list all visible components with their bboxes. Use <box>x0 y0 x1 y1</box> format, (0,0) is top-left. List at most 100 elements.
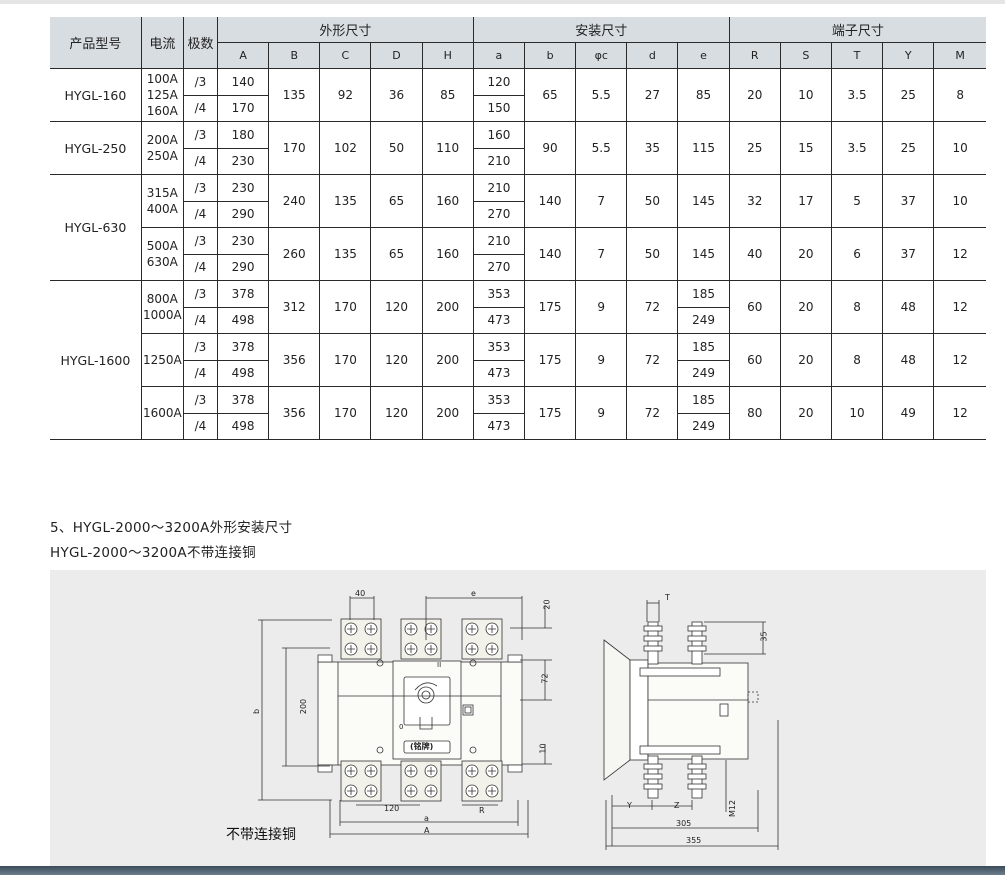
outline-A-3p-cell: 378 <box>216 333 270 361</box>
mount-b-cell: 90 <box>523 121 577 175</box>
terminal-Y-cell: 25 <box>882 121 935 175</box>
outline-D-cell: 50 <box>370 121 423 175</box>
mount-a-3p-cell: 120 <box>472 68 525 96</box>
current-value: 100A <box>146 72 178 86</box>
terminal-T-cell: 3.5 <box>830 68 884 122</box>
mount-c-cell: 9 <box>575 333 628 387</box>
dim-T: T <box>665 593 670 602</box>
model-cell: HYGL-1600 <box>50 280 142 440</box>
mount-b-cell: 65 <box>523 68 577 122</box>
outline-A-4p-cell: 498 <box>216 360 270 387</box>
mount-c-cell: 5.5 <box>575 68 628 122</box>
mount-e-cell: 145 <box>677 227 730 281</box>
terminal-T-cell: 3.5 <box>830 121 884 175</box>
current-value: 160A <box>146 104 178 118</box>
mount-c-cell: 7 <box>575 227 628 281</box>
model-cell: HYGL-630 <box>50 174 142 281</box>
col-b: b <box>523 42 577 69</box>
col-T: T <box>830 42 884 69</box>
mount-a-4p-cell: 150 <box>472 95 525 122</box>
mount-d-cell: 72 <box>626 280 679 334</box>
outline-A-3p-cell: 140 <box>216 68 270 96</box>
mount-c-cell: 9 <box>575 280 628 334</box>
mount-e-3p-cell: 185 <box>677 333 730 361</box>
top-divider <box>0 0 1005 4</box>
terminal-M-cell: 8 <box>933 68 986 122</box>
model-cell: HYGL-160 <box>50 68 142 122</box>
poles-3-cell: /3 <box>182 386 219 414</box>
mount-b-cell: 175 <box>523 333 577 387</box>
current-cell: 1250A <box>141 333 184 387</box>
outline-C-cell: 170 <box>319 333 372 387</box>
col-C: C <box>319 42 372 69</box>
outline-D-cell: 65 <box>370 227 423 281</box>
mount-a-3p-cell: 353 <box>472 386 525 414</box>
current-value: 1250A <box>142 353 182 367</box>
outline-A-4p-cell: 290 <box>216 201 270 228</box>
poles-4-cell: /4 <box>183 201 219 228</box>
terminal-S-cell: 10 <box>779 68 832 122</box>
dim-Z: Z <box>674 801 680 810</box>
dim-R: R <box>479 806 485 815</box>
mount-e-3p-cell: 185 <box>677 386 730 414</box>
terminal-M-cell: 10 <box>933 174 986 228</box>
outline-A-4p-cell: 230 <box>216 148 270 175</box>
terminal-M-cell: 10 <box>933 121 986 175</box>
header-current: 电流 <box>140 17 184 69</box>
mount-e-4p-cell: 249 <box>677 307 730 334</box>
dim-120: 120 <box>384 804 400 813</box>
header-terminal: 端子尺寸 <box>728 17 986 43</box>
mount-a-4p-cell: 473 <box>472 413 525 440</box>
mount-c-cell: 5.5 <box>575 121 628 175</box>
mount-e-4p-cell: 249 <box>677 360 730 387</box>
mount-a-3p-cell: 210 <box>472 174 525 202</box>
terminal-Y-cell: 48 <box>882 280 935 334</box>
outline-A-3p-cell: 230 <box>216 174 270 202</box>
dim-M12: M12 <box>728 799 738 818</box>
mount-b-cell: 175 <box>523 280 577 334</box>
dim-72: 72 <box>540 673 550 684</box>
terminal-R-cell: 25 <box>728 121 781 175</box>
col-d: d <box>626 42 679 69</box>
outline-B-cell: 135 <box>268 68 321 122</box>
col-S: S <box>779 42 832 69</box>
current-value: 200A <box>146 133 178 147</box>
mount-d-cell: 72 <box>626 386 679 440</box>
col-B: B <box>268 42 321 69</box>
drawing-caption: 不带连接铜 <box>226 827 296 843</box>
terminal-S-cell: 17 <box>779 174 832 228</box>
mount-d-cell: 27 <box>626 68 679 122</box>
dim-40: 40 <box>355 589 366 598</box>
poles-4-cell: /4 <box>183 307 219 334</box>
outline-C-cell: 135 <box>319 227 372 281</box>
poles-3-cell: /3 <box>182 333 219 361</box>
outline-H-cell: 200 <box>421 386 474 440</box>
outline-B-cell: 356 <box>268 333 321 387</box>
outline-H-cell: 160 <box>421 227 474 281</box>
terminal-T-cell: 5 <box>830 174 884 228</box>
dim-Y: Y <box>627 801 632 810</box>
terminal-R-cell: 80 <box>728 386 781 440</box>
bottom-bar <box>0 866 1005 875</box>
outline-H-cell: 200 <box>421 280 474 334</box>
outline-H-cell: 160 <box>421 174 474 228</box>
outline-C-cell: 92 <box>319 68 372 122</box>
current-value: 500A <box>146 239 178 253</box>
col-A: A <box>217 42 270 69</box>
outline-B-cell: 260 <box>268 227 321 281</box>
outline-A-4p-cell: 290 <box>216 254 270 281</box>
outline-H-cell: 110 <box>421 121 474 175</box>
outline-A-3p-cell: 378 <box>216 386 270 414</box>
terminal-M-cell: 12 <box>933 386 986 440</box>
